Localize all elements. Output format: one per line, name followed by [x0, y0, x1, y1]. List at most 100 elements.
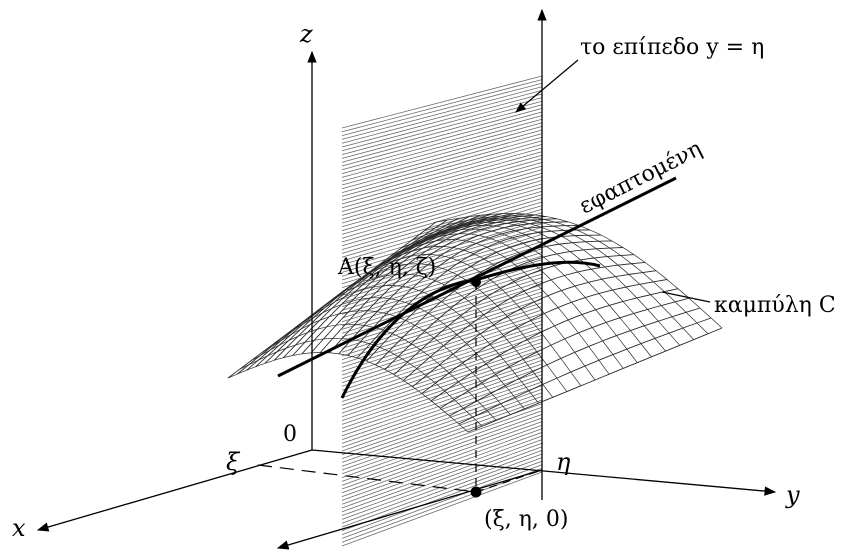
plane-hatch-line — [341, 424, 543, 497]
plane-hatch-line — [341, 176, 543, 235]
plane-hatch-line — [341, 194, 543, 254]
plane-hatch-line — [341, 381, 543, 452]
plane-hatch-line — [341, 180, 543, 239]
plane-hatch-line — [341, 140, 543, 197]
plane-hatch-line — [341, 190, 543, 250]
mesh-line — [458, 317, 712, 425]
mesh-line — [273, 213, 492, 361]
mesh-line — [421, 279, 668, 394]
tangent-line — [277, 176, 677, 378]
plane-hatch-line — [341, 324, 543, 391]
curve-label-pointer — [661, 291, 711, 303]
plane-hatch-line — [341, 244, 543, 307]
plane-hatch-line — [341, 464, 543, 539]
plane-hatch-line — [341, 442, 543, 516]
plane-hatch-line — [341, 334, 543, 402]
plane-hatch-line — [341, 100, 543, 155]
xi-dashed-line — [257, 464, 477, 493]
plane-hatch-line — [341, 248, 543, 311]
mesh-line — [412, 270, 657, 388]
tangent-label: εφαπτομένη — [575, 136, 706, 219]
foot-label: (ξ, η, 0) — [484, 507, 568, 532]
plane-hatch-line — [341, 75, 543, 129]
plane-hatch-line — [341, 471, 543, 547]
plane-base-line — [276, 469, 543, 550]
plane-hatch-line — [341, 122, 543, 178]
eta-label: η — [556, 448, 571, 476]
plane-hatch-line — [341, 450, 543, 524]
eta-dashed-line — [475, 469, 543, 493]
plane-hatch-line — [341, 230, 543, 292]
axis-x-label: x — [12, 514, 26, 542]
mesh-line — [440, 297, 690, 409]
plane-hatch-line — [341, 90, 543, 144]
plane-hatch-line — [341, 151, 543, 209]
plane-hatch-line — [341, 226, 543, 288]
plane-hatch-line — [341, 129, 543, 186]
plane-hatch-line — [341, 406, 543, 478]
plane-hatch-line — [341, 172, 543, 231]
x-axis — [36, 449, 313, 532]
axis-z-label: z — [299, 20, 313, 48]
plane-hatch-line — [341, 266, 543, 330]
plane-hatch-line — [341, 316, 543, 383]
mesh-line — [329, 218, 558, 354]
plane-hatch-line — [341, 428, 543, 501]
plane-hatch-line — [341, 187, 543, 247]
plane-hatch-line — [341, 363, 543, 433]
mesh-line — [292, 213, 514, 356]
plane-hatch-line — [341, 370, 543, 440]
plane-hatch-line — [341, 82, 543, 136]
plane-hatch-line — [341, 432, 543, 505]
plane-hatch-line — [341, 295, 543, 361]
plane-hatch-line — [341, 356, 543, 425]
plane-hatch-line — [341, 136, 543, 193]
plane-hatch-line — [341, 352, 543, 421]
plane-hatch-line — [341, 388, 543, 459]
plane-hatch-line — [341, 367, 543, 437]
plane-hatch-line — [341, 460, 543, 535]
plane-hatch-line — [341, 111, 543, 167]
plane-hatch-line — [341, 93, 543, 148]
plane-hatch-line — [341, 421, 543, 494]
plane-hatch-line — [341, 126, 543, 182]
mesh-line — [347, 225, 580, 356]
plane-hatch-line — [341, 115, 543, 171]
plane-hatch-line — [341, 360, 543, 429]
foot-point-dot — [470, 486, 482, 498]
plane-hatch-line — [341, 165, 543, 224]
plane-hatch-line — [341, 309, 543, 376]
plane-hatch-line — [341, 439, 543, 513]
plane-hatch-line — [341, 104, 543, 159]
plane-hatch-line — [341, 86, 543, 140]
mesh-line — [264, 214, 481, 364]
plane-label: το επίπεδο y = η — [580, 35, 764, 60]
plane-hatch-line — [341, 446, 543, 520]
xi-label: ξ — [226, 448, 241, 476]
plane-hatch-line — [341, 453, 543, 528]
mesh-line — [375, 240, 613, 366]
plane-hatch-line — [341, 345, 543, 414]
mesh-line — [430, 288, 679, 402]
plane-hatch-line — [341, 349, 543, 418]
plane-hatch-line — [341, 385, 543, 456]
mesh-line — [403, 261, 646, 381]
mesh-line — [301, 213, 525, 355]
point-a-dot — [471, 277, 481, 287]
plane-hatch-line — [341, 79, 543, 133]
plane-hatch-line — [341, 392, 543, 463]
plane-hatch-line — [341, 374, 543, 444]
plane-hatch-line — [341, 410, 543, 482]
plane-hatch-line — [341, 414, 543, 486]
mesh-line — [310, 214, 536, 354]
plane-hatch-line — [341, 417, 543, 490]
y-axis — [311, 449, 777, 496]
plane-label-arrow — [515, 59, 579, 113]
plane-hatch-line — [341, 313, 543, 380]
mesh-line — [449, 307, 701, 417]
plane-hatch-line — [341, 118, 543, 174]
mesh-line — [393, 254, 635, 375]
plane-hatch-line — [341, 208, 543, 269]
plane-hatch-line — [341, 342, 543, 410]
